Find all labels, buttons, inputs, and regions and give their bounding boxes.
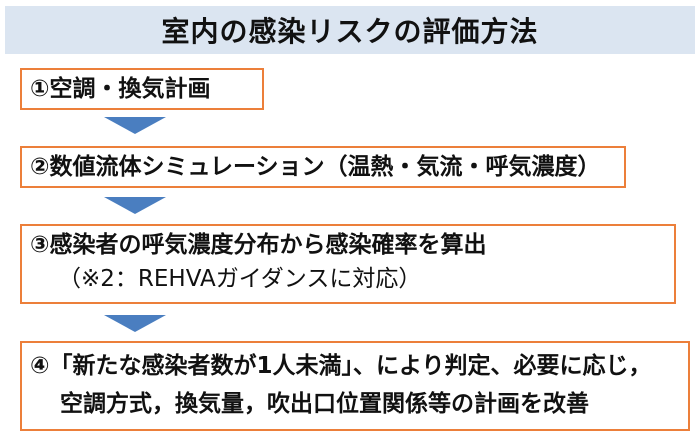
down-arrow-icon (104, 117, 166, 134)
step-4-box: ④「新たな感染者数が1人未満」、により判定、必要に応じ， 空調方式，換気量，吹出… (20, 341, 690, 431)
step-3-box: ③感染者の呼気濃度分布から感染確率を算出 （※2：REHVAガイダンスに対応） (20, 224, 676, 304)
step-3-note: （※2：REHVAガイダンスに対応） (58, 266, 422, 292)
step-2-box: ②数値流体シミュレーション（温熱・気流・呼気濃度） (20, 146, 626, 188)
step-3-text: ③感染者の呼気濃度分布から感染確率を算出 (30, 232, 487, 258)
step-2-text: ②数値流体シミュレーション（温熱・気流・呼気濃度） (30, 154, 601, 180)
step-1-text: ①空調・換気計画 (30, 76, 211, 102)
down-arrow-icon (104, 315, 166, 332)
step-4-continuation: 空調方式，換気量，吹出口位置関係等の計画を改善 (60, 391, 589, 417)
down-arrow-icon (104, 197, 166, 214)
title-banner: 室内の感染リスクの評価方法 (5, 6, 695, 54)
step-4-text: ④「新たな感染者数が1人未満」、により判定、必要に応じ， (30, 353, 652, 379)
step-1-box: ①空調・換気計画 (20, 68, 264, 110)
diagram-title: 室内の感染リスクの評価方法 (161, 15, 539, 48)
